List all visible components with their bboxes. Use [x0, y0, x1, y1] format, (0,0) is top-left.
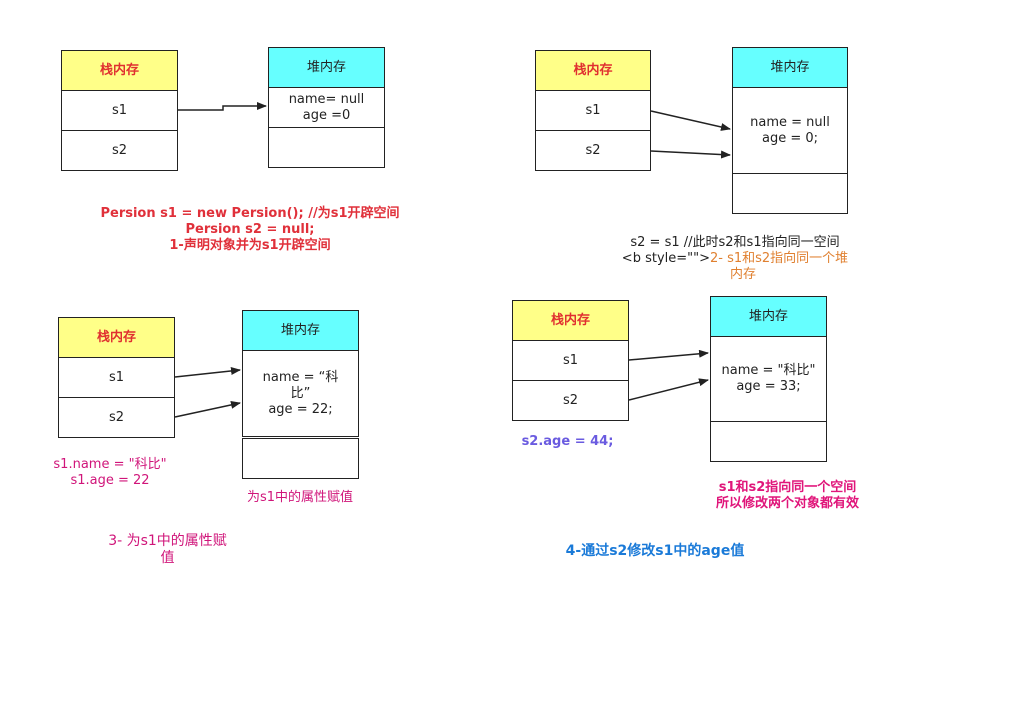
q4-note-line2: 所以修改两个对象都有效 — [715, 496, 859, 511]
q4-note-line1: s1和s2指向同一个空间 — [718, 480, 857, 495]
q3-title: 3- 为s1中的属性赋 值 — [90, 533, 245, 567]
q2-stack-s2: s2 — [535, 130, 651, 171]
q4-stack-header: 栈内存 — [512, 300, 629, 341]
q2-caption: s2 = s1 //此时s2和s1指向同一空间 <b style="">2- s… — [560, 235, 910, 283]
q3-stack-s2: s2 — [58, 397, 175, 438]
q3-heap-header: 堆内存 — [242, 310, 359, 351]
q3-assign: s1.name = "科比" s1.age = 22 — [40, 457, 180, 489]
q4-heap-age: age = 33; — [736, 379, 801, 394]
q1-caption: Persion s1 = new Persion(); //为s1开辟空间 Pe… — [40, 206, 460, 254]
q2-stack-s1: s1 — [535, 90, 651, 131]
q1-stack-header: 栈内存 — [61, 50, 178, 91]
q4-assign: s2.age = 44; — [521, 434, 614, 449]
q3-heap-age: age = 22; — [268, 401, 333, 417]
q2-heap-age: age = 0; — [761, 130, 819, 146]
q3-heap-note: 为s1中的属性赋值 — [246, 490, 354, 505]
q3-heap-name-1: name = “科 — [262, 369, 339, 385]
q1-caption-line1: Persion s1 = new Persion(); //为s1开辟空间 — [100, 206, 400, 221]
q2-caption-orange: 2- s1和s2指向同一个堆 — [710, 251, 849, 266]
q4-heap-body: name = "科比" age = 33; — [710, 336, 827, 422]
q2-heap-header: 堆内存 — [732, 47, 848, 88]
q1-caption-line3: 1-声明对象并为s1开辟空间 — [169, 238, 331, 253]
q4-heap-name: name = "科比" — [721, 363, 816, 378]
q3-arrow-s1 — [174, 366, 241, 378]
q2-heap-name: name = null — [750, 114, 830, 130]
q1-stack-s2: s2 — [61, 130, 178, 171]
q4-arrow-s1 — [628, 349, 709, 361]
q4-heap-empty — [710, 421, 827, 462]
q1-caption-line2: Persion s2 = null; — [185, 222, 315, 237]
q3-assign-line1: s1.name = "科比" — [53, 457, 167, 472]
q3-heap-empty — [242, 438, 359, 479]
q3-heap-name-2: 比” — [290, 385, 311, 401]
q3-title-line2: 值 — [160, 550, 175, 566]
q1-heap-empty — [268, 127, 385, 168]
q2-caption-line3: 内存 — [729, 267, 756, 282]
q1-heap-age: age =0 — [302, 107, 351, 123]
q2-heap-body: name = null age = 0; — [732, 87, 848, 174]
q1-arrow-s1 — [178, 102, 267, 111]
q4-note: s1和s2指向同一个空间 所以修改两个对象都有效 — [690, 480, 885, 512]
q4-stack-s1: s1 — [512, 340, 629, 381]
q2-caption-line2: <b style="">2- s1和s2指向同一个堆 — [560, 251, 910, 267]
q4-stack-s2: s2 — [512, 380, 629, 421]
q2-arrow-s2 — [650, 150, 731, 159]
q1-heap-body: name= null age =0 — [268, 87, 385, 128]
q3-title-line1: 3- 为s1中的属性赋 — [108, 533, 227, 549]
q2-arrow-s1 — [650, 110, 731, 131]
q2-heap-empty — [732, 173, 848, 214]
q3-heap-body: name = “科 比” age = 22; — [242, 350, 359, 437]
q3-arrow-s2 — [174, 400, 241, 418]
q3-assign-line2: s1.age = 22 — [70, 473, 150, 488]
q1-heap-name: name= null — [288, 91, 365, 107]
q2-caption-line1: s2 = s1 //此时s2和s1指向同一空间 — [630, 235, 840, 250]
q4-title: 4-通过s2修改s1中的age值 — [565, 543, 745, 559]
q4-arrow-s2 — [628, 378, 709, 401]
q2-caption-markup: <b style=""> — [621, 251, 710, 266]
